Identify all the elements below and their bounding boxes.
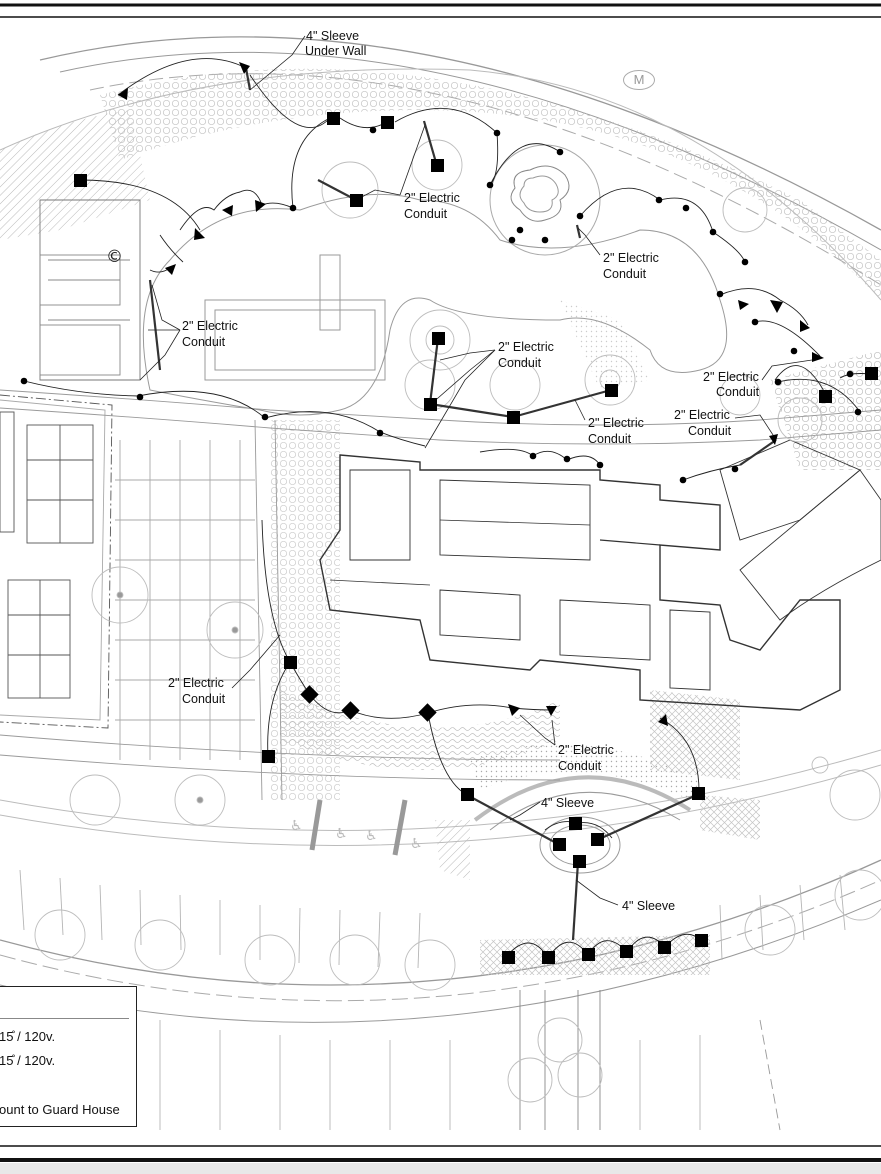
- fixture-light: [692, 787, 705, 800]
- fixture-light: [262, 750, 275, 763]
- fixture-light: [381, 116, 394, 129]
- uplight-fixtures: [118, 62, 824, 726]
- callout-sleeve-under-wall: 4" Sleeve Under Wall: [305, 29, 366, 58]
- fixture-light: [695, 934, 708, 947]
- callout-sleeve-bottom: 4" Sleeve: [541, 796, 594, 810]
- fixture-light: [865, 367, 878, 380]
- legend-line-1: 15̊ / 120v.: [0, 1029, 56, 1044]
- callout-conduit-bottom-center: 2" Electric Conduit: [558, 743, 617, 773]
- fixture-light: [74, 174, 87, 187]
- conduit-runs: [148, 67, 777, 941]
- fixture-light: [284, 656, 297, 669]
- callout-conduit-left: 2" Electric Conduit: [182, 319, 241, 349]
- accessible-parking-icons: ♿ ♿ ♿ ♿: [290, 818, 423, 852]
- svg-text:♿: ♿: [410, 836, 423, 852]
- fixture-light: [658, 941, 671, 954]
- fixture-light: [819, 390, 832, 403]
- fixture-light: [461, 788, 474, 801]
- fixture-light: [507, 411, 520, 424]
- callout-leaders: [139, 35, 813, 906]
- fixture-light: [424, 398, 437, 411]
- parking-area: [0, 199, 255, 760]
- svg-text:♿: ♿: [290, 818, 303, 834]
- svg-text:♿: ♿: [365, 828, 378, 844]
- callout-conduit-right-lower: 2" Electric Conduit: [674, 408, 733, 438]
- callout-conduit-right-upper: 2" Electric Conduit: [703, 370, 762, 399]
- fixture-light: [605, 384, 618, 397]
- north-arrow-mark: M: [623, 70, 655, 90]
- legend-box: 15̊ / 120v. 15̊ / 120v. ount to Guard Ho…: [0, 986, 137, 1127]
- callout-conduit-center-lower: 2" Electric Conduit: [588, 416, 647, 446]
- sidewalks: [0, 389, 881, 801]
- fixture-light: [591, 833, 604, 846]
- fixture-light: [418, 703, 437, 722]
- wiring-runs: [23, 58, 871, 959]
- building-footprint: [319, 439, 881, 711]
- callout-conduit-top-right: 2" Electric Conduit: [603, 251, 662, 281]
- plaza-outlines: [142, 144, 728, 874]
- callout-conduit-top-center: 2" Electric Conduit: [404, 191, 463, 221]
- callout-conduit-bottom-left: 2" Electric Conduit: [168, 676, 227, 706]
- legend-divider: [0, 1018, 129, 1019]
- fixture-light: [341, 701, 360, 720]
- callout-conduit-center: 2" Electric Conduit: [498, 340, 557, 370]
- landscape-beds: [0, 68, 881, 975]
- callout-sleeve-bottom-lower: 4" Sleeve: [622, 899, 675, 913]
- fixture-light: [569, 817, 582, 830]
- fixture-light: [502, 951, 515, 964]
- sheet-border: [0, 3, 881, 1174]
- fixture-light: [573, 855, 586, 868]
- fixture-light: [542, 951, 555, 964]
- fixture-light: [431, 159, 444, 172]
- light-fixtures: [74, 112, 878, 964]
- fixture-light: [432, 332, 445, 345]
- fixture-light: [553, 838, 566, 851]
- trees: [34, 139, 881, 1103]
- legend-line-2: 15̊ / 120v.: [0, 1053, 56, 1068]
- svg-text:♿: ♿: [335, 826, 348, 842]
- fixture-light: [350, 194, 363, 207]
- path-lights: [20, 126, 862, 484]
- fixture-light: [582, 948, 595, 961]
- fixture-light: [300, 685, 319, 704]
- controller-symbol: ©: [106, 247, 123, 267]
- north-mark-label: M: [633, 72, 645, 87]
- fixture-light: [620, 945, 633, 958]
- legend-line-3: ount to Guard House: [0, 1102, 120, 1117]
- fixture-light: [327, 112, 340, 125]
